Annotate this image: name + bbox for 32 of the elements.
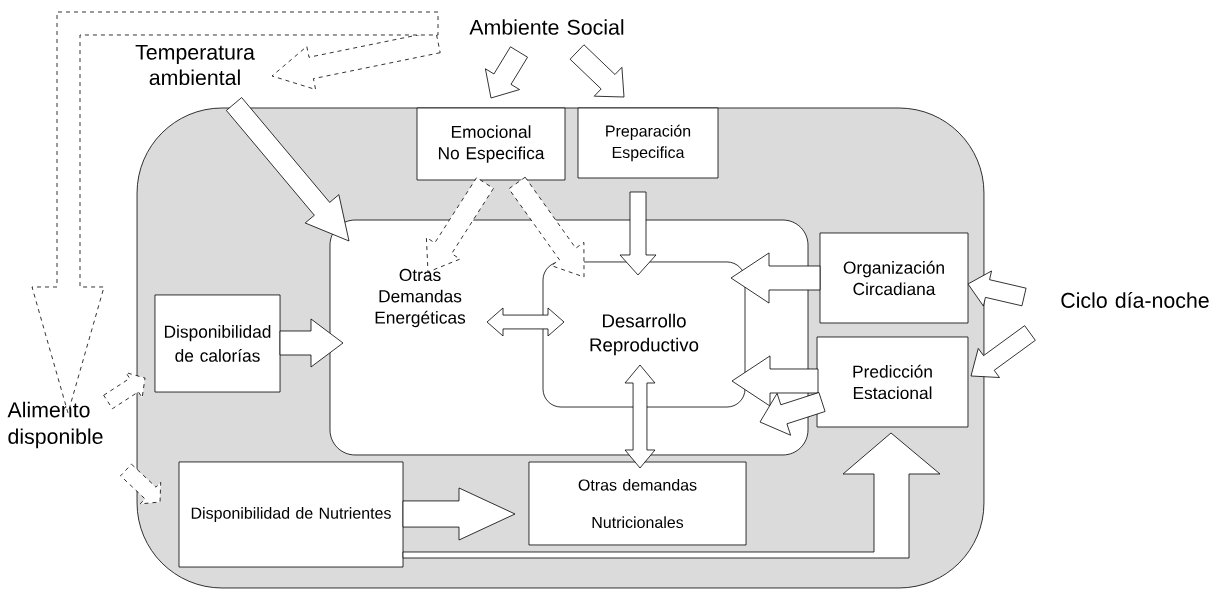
block-arrow — [225, 97, 350, 242]
block-arrow — [485, 46, 528, 99]
block-arrow — [425, 177, 494, 273]
text-box: Predicción Estacional — [816, 336, 969, 428]
block-arrow — [120, 463, 162, 505]
block-arrow — [967, 270, 1027, 307]
block-arrow — [279, 318, 344, 368]
block-arrow — [731, 355, 819, 407]
block-arrow — [569, 44, 625, 98]
block-arrow — [759, 392, 826, 436]
factor-label: Alimento disponible — [7, 401, 103, 449]
text-box: Otras demandas Nutricionales — [528, 461, 747, 546]
factor-label: Temperatura ambiental — [135, 44, 255, 86]
double-block-arrow — [486, 307, 565, 337]
block-arrow — [970, 325, 1036, 378]
block-arrow — [103, 372, 146, 410]
double-block-arrow — [624, 364, 656, 469]
block-arrow — [402, 432, 941, 559]
block-arrow — [508, 176, 585, 278]
text-box: Disponibilidad de Nutrientes — [178, 461, 404, 568]
block-arrow — [619, 191, 657, 276]
factor-label: Ciclo día-noche — [1061, 292, 1209, 308]
text-box: Organización Circadiana — [819, 232, 969, 324]
text-box: Emocional No Especifica — [416, 107, 566, 181]
factor-label: Otras Demandas Energéticas — [375, 268, 466, 328]
text-box: Preparación Especifica — [577, 107, 719, 179]
block-arrow — [730, 252, 821, 304]
block-arrow — [31, 11, 439, 414]
block-arrow — [402, 487, 516, 541]
factor-label: Ambiente Social — [469, 19, 624, 35]
rounded-box: Desarrollo Reproductivo — [542, 261, 746, 408]
text-box: Disponibilidad de calorías — [154, 294, 281, 393]
